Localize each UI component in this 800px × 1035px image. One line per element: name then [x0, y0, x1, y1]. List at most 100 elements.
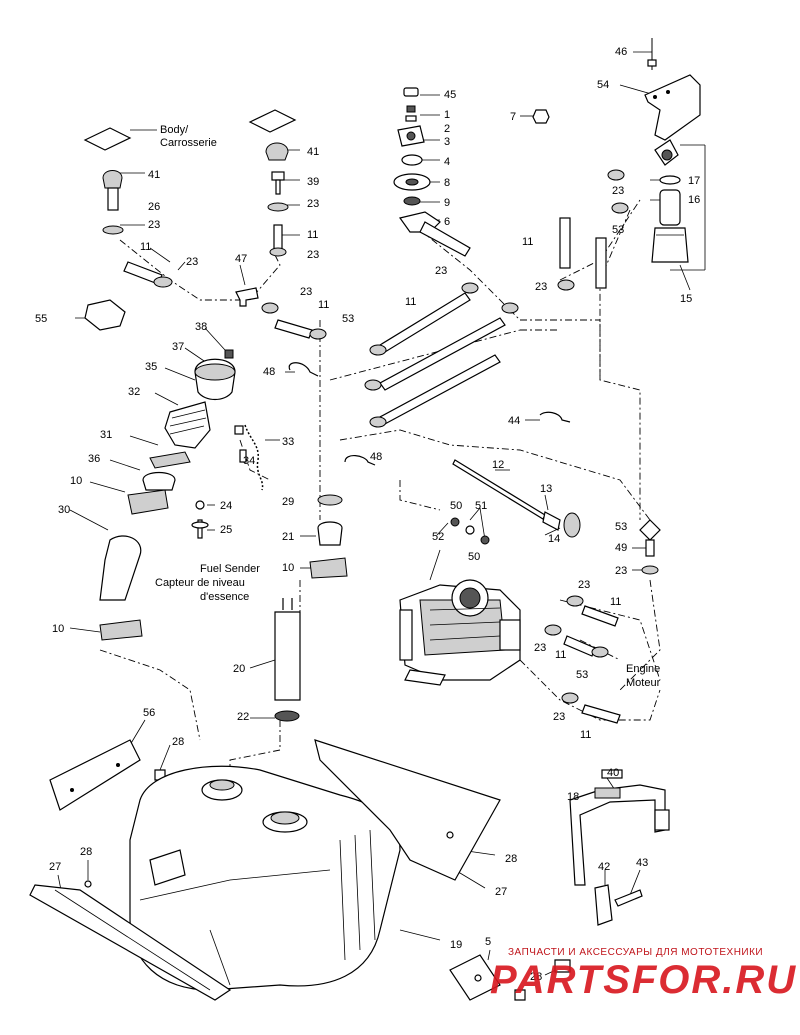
callout-20: 20 [233, 663, 245, 675]
engine-caption-line1: Engine [626, 663, 660, 675]
callout-30: 30 [58, 504, 70, 516]
callout-11-b: 11 [140, 241, 151, 253]
callout-48-b: 48 [370, 451, 382, 463]
callout-14: 14 [548, 533, 560, 545]
callout-34: 34 [243, 455, 255, 467]
callout-23-h: 23 [535, 281, 547, 293]
callout-22: 22 [237, 711, 249, 723]
callout-6: 6 [444, 216, 450, 228]
callout-23-d: 23 [186, 256, 198, 268]
callout-49: 49 [615, 542, 627, 554]
callout-27-a: 27 [49, 861, 61, 873]
callout-31: 31 [100, 429, 112, 441]
callout-45: 45 [444, 89, 456, 101]
callout-48-a: 48 [263, 366, 275, 378]
throttle-cable-parts [450, 459, 661, 575]
callout-11-d: 11 [405, 296, 416, 308]
callout-32: 32 [128, 386, 140, 398]
callout-38: 38 [195, 321, 207, 333]
fuel-sender-caption-line3: d'essence [200, 591, 249, 603]
engine-caption-line2: Moteur [626, 677, 661, 689]
callout-8: 8 [444, 177, 450, 189]
callout-23-c: 23 [307, 249, 319, 261]
callout-55: 55 [35, 313, 47, 325]
callout-1: 1 [444, 109, 450, 121]
callout-10-c: 10 [52, 623, 64, 635]
callout-39: 39 [307, 176, 319, 188]
callout-12: 12 [492, 459, 504, 471]
callout-21: 21 [282, 531, 294, 543]
callout-23-a: 23 [307, 198, 319, 210]
fuel-sender-assembly [274, 494, 348, 722]
callout-13: 13 [540, 483, 552, 495]
callout-54: 54 [597, 79, 609, 91]
callout-51: 51 [475, 500, 487, 512]
callout-53-b: 53 [612, 224, 624, 236]
callout-28-a: 28 [172, 736, 184, 748]
callout-53-c: 53 [615, 521, 627, 533]
callout-17: 17 [688, 175, 700, 187]
tank-strap-assembly [449, 769, 670, 1001]
body-caption-line2: Carrosserie [160, 137, 217, 149]
callout-26: 26 [148, 201, 160, 213]
callout-43: 43 [636, 857, 648, 869]
callout-23-e: 23 [300, 286, 312, 298]
callout-40: 40 [607, 767, 619, 779]
callout-23-b: 23 [148, 219, 160, 231]
callout-23-j: 23 [578, 579, 590, 591]
callout-10-b: 10 [282, 562, 294, 574]
callout-56: 56 [143, 707, 155, 719]
callout-42: 42 [598, 861, 610, 873]
callout-41-left: 41 [148, 169, 160, 181]
callout-15: 15 [680, 293, 692, 305]
callout-24: 24 [220, 500, 232, 512]
hose-segments-upper [123, 169, 629, 428]
callout-23-f: 23 [435, 265, 447, 277]
callout-33: 33 [282, 436, 294, 448]
callout-16: 16 [688, 194, 700, 206]
fuel-tank [129, 765, 401, 991]
callout-9: 9 [444, 197, 450, 209]
callout-23-i: 23 [615, 565, 627, 577]
callout-11-e: 11 [522, 236, 533, 248]
callout-37: 37 [172, 341, 184, 353]
callout-53-a: 53 [342, 313, 354, 325]
callout-18: 18 [567, 791, 579, 803]
body-caption-line1: Body/ [160, 124, 189, 136]
callout-50-a: 50 [450, 500, 462, 512]
callout-3: 3 [444, 136, 450, 148]
callout-11-f: 11 [610, 596, 621, 608]
filler-neck-assembly [84, 299, 264, 641]
fuel-valve-stack [393, 87, 471, 257]
callout-4: 4 [444, 156, 450, 168]
fuel-sender-caption-line1: Fuel Sender [200, 563, 260, 575]
callout-36: 36 [88, 453, 100, 465]
callout-numbers: 46 54 7 45 1 2 3 4 8 9 6 41 41 39 26 23 … [35, 46, 700, 983]
hose-clips-48 [288, 362, 571, 466]
callout-5: 5 [485, 936, 491, 948]
callout-50-b: 50 [468, 551, 480, 563]
callout-41-right: 41 [307, 146, 319, 158]
callout-35: 35 [145, 361, 157, 373]
callout-11-g: 11 [555, 649, 566, 661]
callout-2: 2 [444, 123, 450, 135]
carburetor-engine [399, 579, 621, 724]
callout-11-h: 11 [580, 729, 591, 741]
callout-52: 52 [432, 531, 444, 543]
callout-7: 7 [510, 111, 516, 123]
watermark: ЗАПЧАСТИ И АКСЕССУАРЫ ДЛЯ МОТОТЕХНИКИ PA… [490, 947, 795, 1002]
callout-28-d: 28 [530, 971, 542, 983]
body-mount-grommets [83, 109, 297, 257]
fuel-sender-caption-line2: Capteur de niveau [155, 577, 245, 589]
callout-28-c: 28 [80, 846, 92, 858]
callout-47: 47 [235, 253, 247, 265]
captions: Body/ Carrosserie Fuel Sender Capteur de… [155, 124, 661, 689]
callout-23-k: 23 [534, 642, 546, 654]
callout-10-a: 10 [70, 475, 82, 487]
callout-23-g: 23 [612, 185, 624, 197]
fuel-pump-bracket-assembly [644, 38, 706, 271]
callout-19: 19 [450, 939, 462, 951]
tank-support-plates [29, 739, 501, 1001]
callout-28-b: 28 [505, 853, 517, 865]
